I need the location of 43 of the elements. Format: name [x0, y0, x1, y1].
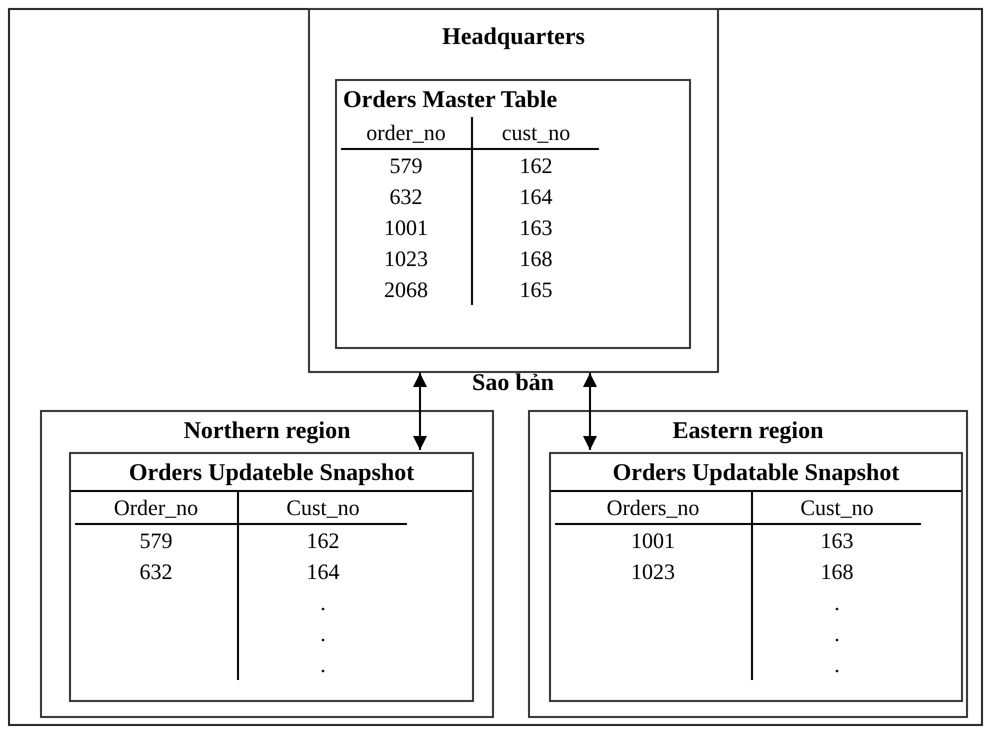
table-box: [335, 79, 691, 349]
box-heading: Northern region: [182, 417, 352, 446]
column-header: Order_no: [114, 494, 198, 522]
column-header: cust_no: [502, 119, 570, 147]
table-cell-text: .: [834, 620, 840, 648]
table-cell-text: .: [834, 651, 840, 679]
table-cell-text: 165: [520, 276, 552, 304]
table-cell-text: .: [320, 589, 326, 617]
table-cell-text: 164: [306, 558, 340, 586]
column-header: Cust_no: [800, 494, 874, 522]
table-cell-text: 163: [520, 214, 552, 242]
table-box: [69, 452, 474, 702]
box-heading: Headquarters: [441, 23, 586, 52]
table-cell-text: 2068: [384, 276, 428, 304]
table-cell-text: 164: [520, 183, 552, 211]
column-header: Orders_no: [606, 494, 700, 522]
table-cell-text: 162: [520, 152, 552, 180]
table-title: Orders Updatable Snapshot: [551, 454, 961, 492]
table-cell-text: 632: [140, 558, 172, 586]
container-box: [528, 410, 968, 718]
table-cell-text: .: [834, 589, 840, 617]
table-cell-text: .: [320, 620, 326, 648]
table-cell-text: 168: [820, 558, 854, 586]
table-cell-text: 1001: [631, 527, 675, 555]
table-cell-text: .: [320, 651, 326, 679]
box-heading: Eastern region: [672, 417, 824, 446]
table-title: Orders Updateble Snapshot: [71, 454, 472, 492]
table-cell-text: 1001: [384, 214, 428, 242]
table-cell-text: 163: [820, 527, 854, 555]
table-cell-text: 162: [306, 527, 340, 555]
container-box: [40, 410, 494, 718]
table-cell-text: 1023: [631, 558, 675, 586]
table-box: [549, 452, 963, 702]
column-header: Cust_no: [286, 494, 360, 522]
table-cell-text: 579: [140, 527, 172, 555]
table-cell-text: 579: [390, 152, 422, 180]
column-header: order_no: [366, 119, 446, 147]
table-title: Orders Master Table: [342, 86, 558, 115]
diagram-label: Sao bản: [470, 369, 556, 398]
table-cell-text: 1023: [384, 245, 428, 273]
container-box: [308, 8, 719, 373]
table-cell-text: 168: [520, 245, 552, 273]
table-cell-text: 632: [390, 183, 422, 211]
